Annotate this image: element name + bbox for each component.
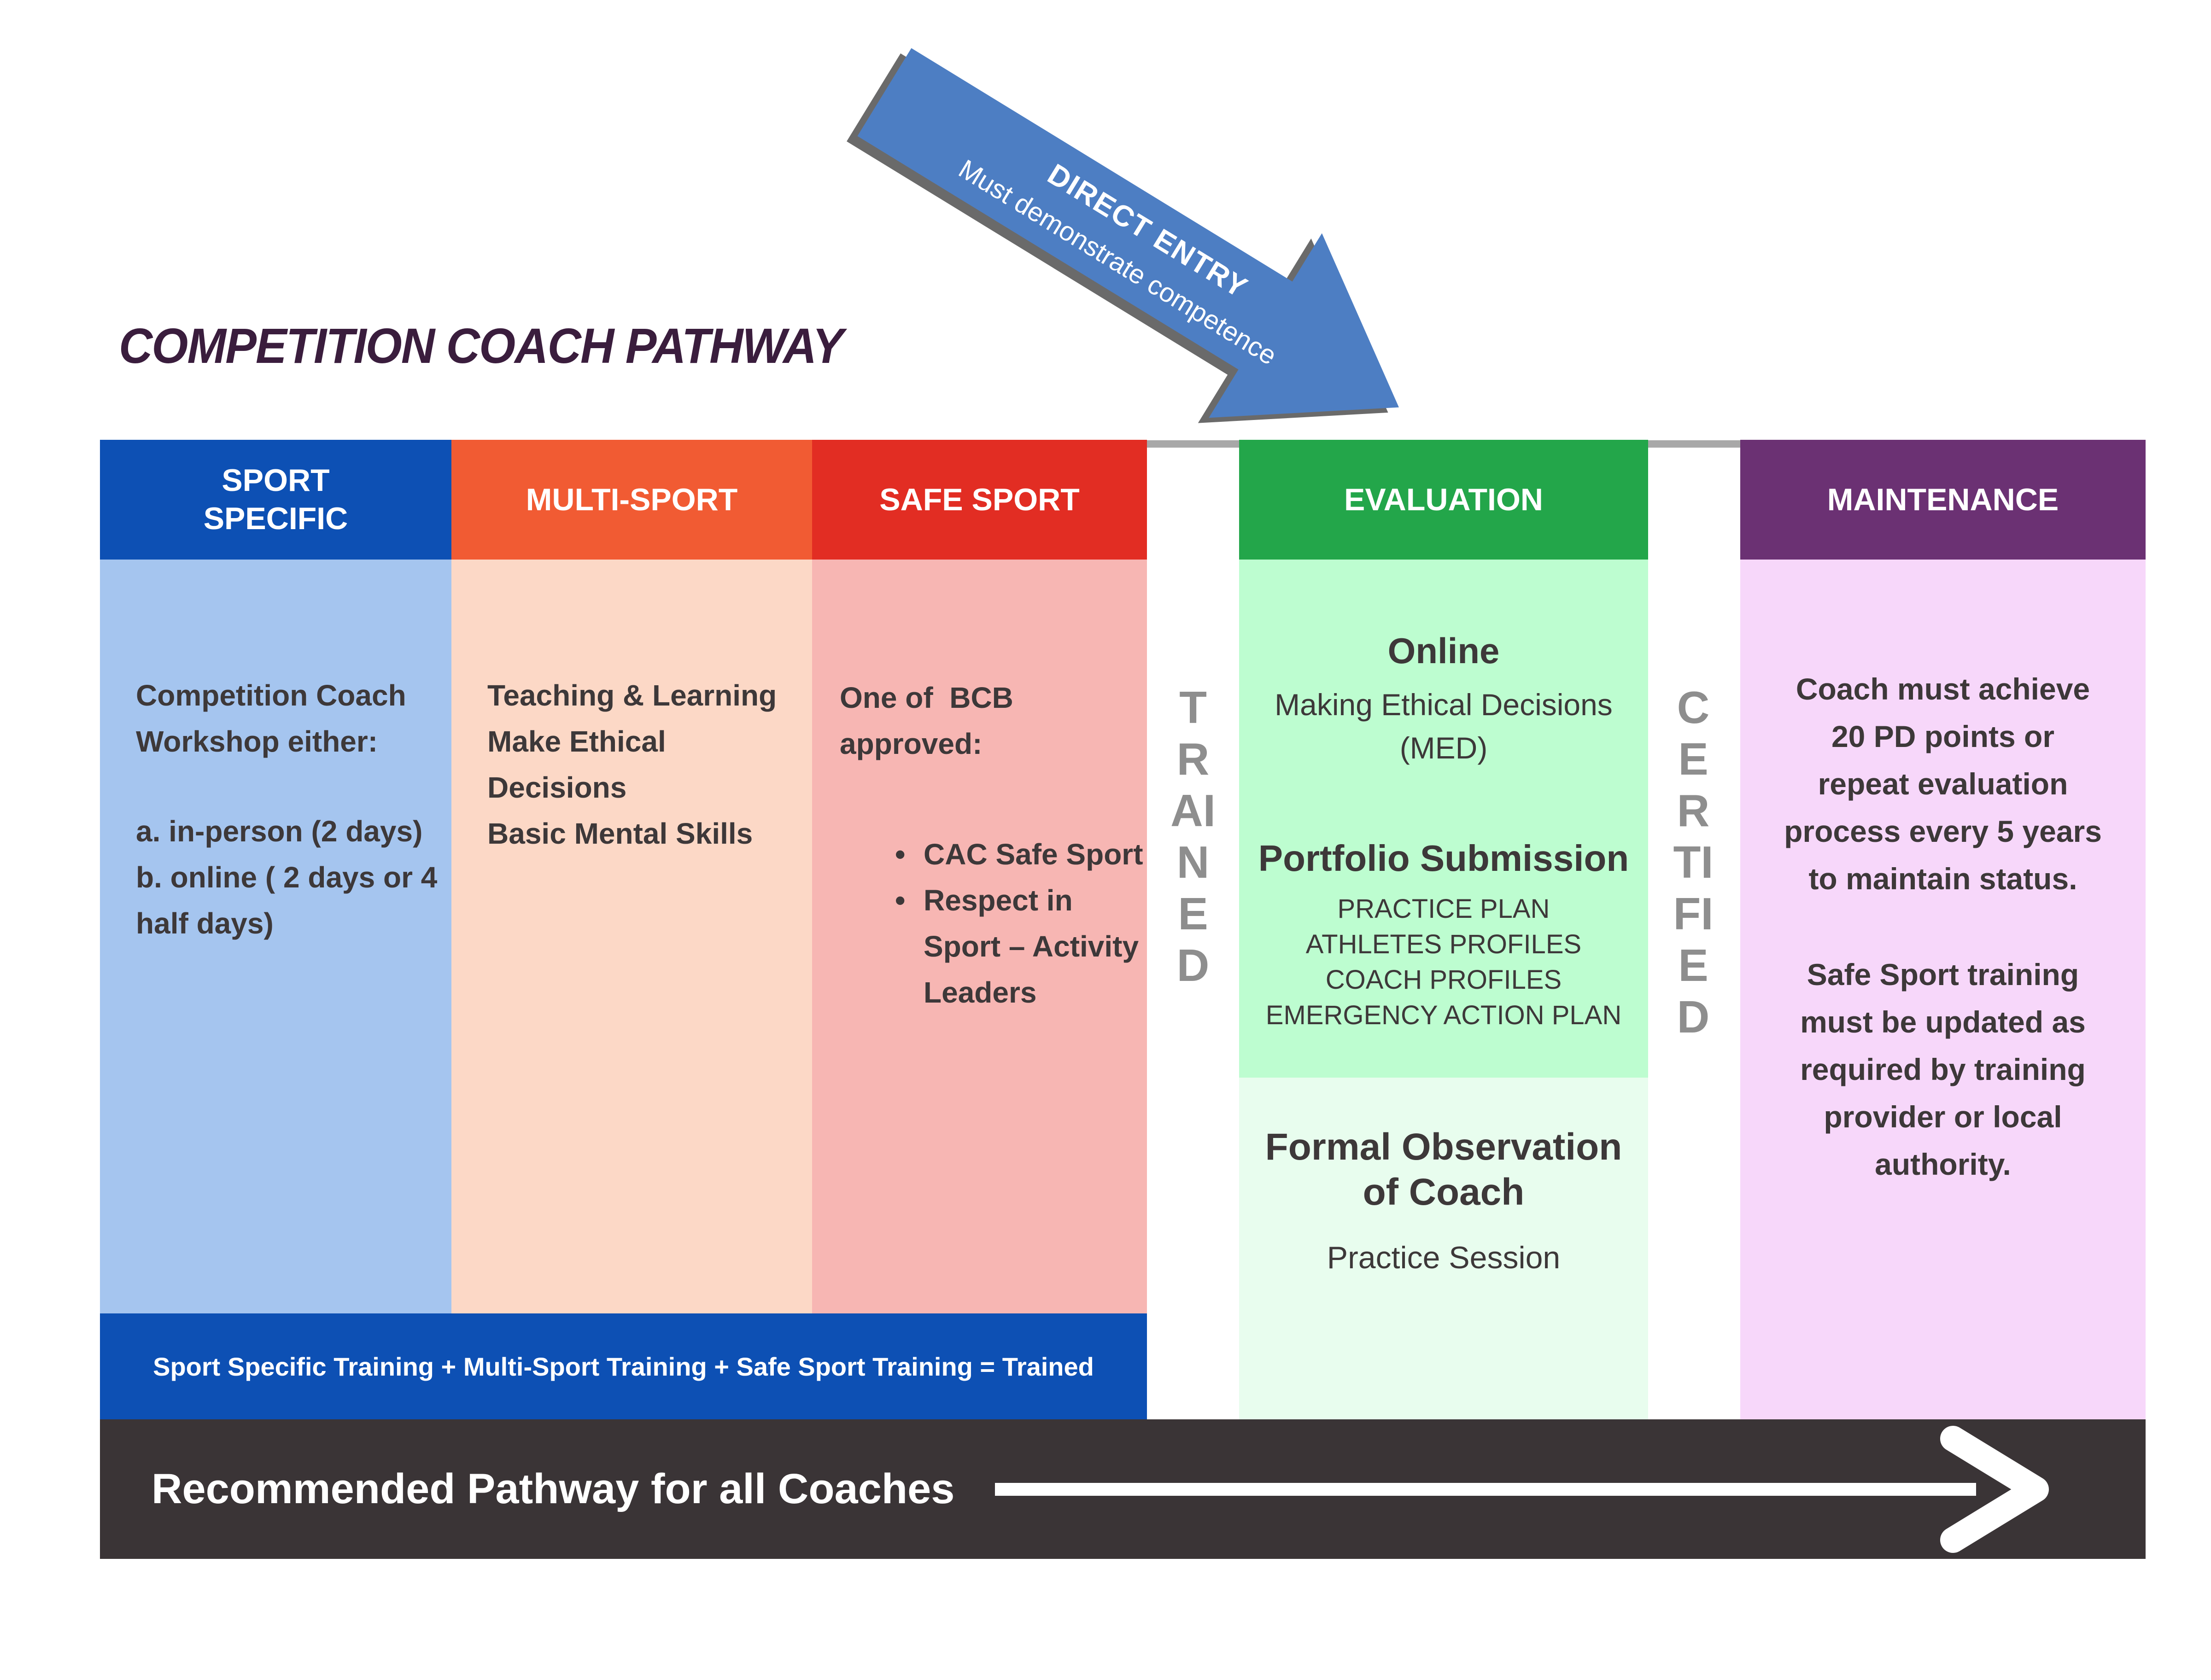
evaluation-observation-title: Formal Observation of Coach (1265, 1126, 1622, 1213)
trained-equation-text: Sport Specific Training + Multi-Sport Tr… (153, 1352, 1094, 1381)
header-multi-sport: MULTI-SPORT (451, 440, 812, 560)
panel-sport-specific: Competition Coach Workshop either: a. in… (100, 560, 451, 1313)
header-multi-sport-label: MULTI-SPORT (526, 482, 738, 517)
safe-sport-intro: One of BCB approved: (840, 681, 1022, 760)
status-word-trained: TRAINED (1170, 682, 1216, 991)
sport-specific-option-b: b. online ( 2 days or 4 half days) (136, 861, 438, 940)
evaluation-online-line2: (MED) (1399, 731, 1488, 765)
maintenance-paragraph-2: Safe Sport training must be updated as r… (1800, 957, 2086, 1181)
evaluation-online-line1: Making Ethical Decisions (1275, 688, 1613, 722)
connector-line-left (1146, 440, 1240, 448)
footer-bar: Recommended Pathway for all Coaches (100, 1419, 2146, 1559)
evaluation-portfolio-item-3: COACH PROFILES (1325, 965, 1562, 995)
header-sport-specific-label: SPORT SPECIFIC (203, 463, 348, 536)
safe-sport-bullet-list: CAC Safe Sport Respect in Sport – Activi… (840, 831, 1147, 1015)
pathway-arrow-icon (995, 1426, 2049, 1553)
evaluation-portfolio-title: Portfolio Submission (1258, 838, 1629, 879)
panel-maintenance: Coach must achieve 20 PD points or repea… (1740, 560, 2146, 1421)
header-safe-sport-label: SAFE SPORT (879, 482, 1080, 517)
status-word-certified: CERTIFIED (1673, 682, 1714, 1042)
header-safe-sport: SAFE SPORT (812, 440, 1147, 560)
header-maintenance: MAINTENANCE (1740, 440, 2146, 560)
header-evaluation-label: EVALUATION (1344, 482, 1543, 517)
safe-sport-bullet-1: CAC Safe Sport (895, 831, 1145, 877)
safe-sport-bullet-2: Respect in Sport – Activity Leaders (895, 877, 1145, 1015)
evaluation-portfolio-item-1: PRACTICE PLAN (1337, 894, 1550, 924)
connector-line-right (1647, 440, 1741, 448)
direct-entry-arrow-icon: DIRECT ENTRY Must demonstrate competence (847, 48, 1399, 423)
panel-multi-sport: Teaching & Learning Make Ethical Decisio… (451, 560, 812, 1313)
header-sport-specific: SPORT SPECIFIC (100, 440, 451, 560)
page-title: COMPETITION COACH PATHWAY (119, 318, 844, 373)
maintenance-paragraph-1: Coach must achieve 20 PD points or repea… (1784, 672, 2102, 896)
trained-equation-bar: Sport Specific Training + Multi-Sport Tr… (100, 1313, 1147, 1419)
panel-safe-sport: One of BCB approved: CAC Safe Sport Resp… (812, 560, 1147, 1313)
sport-specific-option-a: a. in-person (2 days) (136, 815, 423, 848)
panel-evaluation-lower (1239, 1078, 1648, 1421)
panel-evaluation-upper (1239, 560, 1648, 1078)
header-maintenance-label: MAINTENANCE (1827, 482, 2059, 517)
sport-specific-intro: Competition Coach Workshop either: (136, 679, 406, 758)
evaluation-portfolio-item-4: EMERGENCY ACTION PLAN (1265, 1000, 1622, 1030)
multi-sport-line-3: Basic Mental Skills (487, 817, 753, 850)
evaluation-portfolio-item-2: ATHLETES PROFILES (1305, 929, 1582, 959)
evaluation-observation-detail: Practice Session (1327, 1240, 1561, 1275)
multi-sport-line-1: Teaching & Learning (487, 679, 777, 712)
multi-sport-line-2: Make Ethical Decisions (487, 725, 666, 804)
footer-label: Recommended Pathway for all Coaches (152, 1465, 955, 1512)
evaluation-online-title: Online (1387, 630, 1500, 671)
direct-entry-arrow-shape (857, 48, 1399, 418)
header-evaluation: EVALUATION (1239, 440, 1648, 560)
